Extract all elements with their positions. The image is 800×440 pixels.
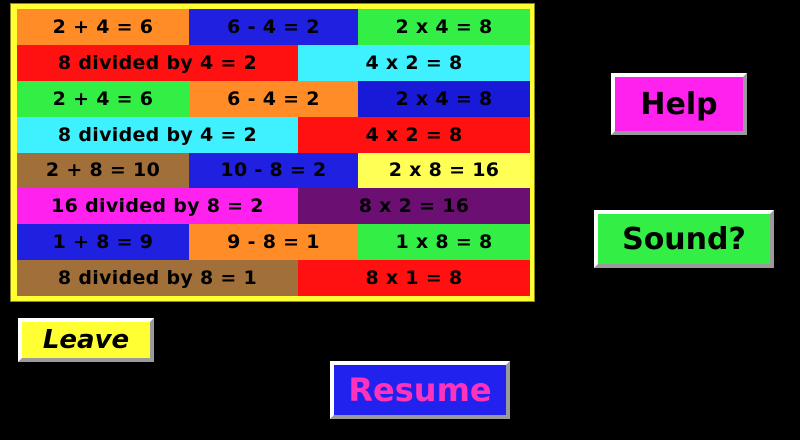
fact-cell: 8 x 2 = 16: [298, 188, 530, 225]
fact-cell: 16 divided by 8 = 2: [17, 188, 298, 225]
fact-cell: 4 x 2 = 8: [298, 44, 530, 81]
resume-button[interactable]: Resume: [330, 361, 510, 419]
fact-cell: 2 + 4 = 6: [17, 80, 189, 117]
fact-cell: 6 - 4 = 2: [189, 80, 358, 117]
fact-cell: 2 x 4 = 8: [358, 80, 530, 117]
sound-toggle-button[interactable]: Sound?: [594, 210, 774, 268]
fact-cell: 6 - 4 = 2: [189, 9, 358, 45]
fact-cell: 9 - 8 = 1: [189, 224, 358, 261]
fact-cell: 8 x 1 = 8: [298, 260, 530, 296]
fact-cell: 1 + 8 = 9: [17, 224, 189, 261]
fact-cell: 8 divided by 8 = 1: [17, 260, 298, 296]
fact-cell: 8 divided by 4 = 2: [17, 116, 298, 153]
leave-button[interactable]: Leave: [18, 318, 154, 362]
help-button[interactable]: Help: [611, 73, 747, 135]
fact-cell: 2 x 8 = 16: [358, 152, 530, 189]
fact-cell: 1 x 8 = 8: [358, 224, 530, 261]
fact-cell: 4 x 2 = 8: [298, 116, 530, 153]
fact-cell: 8 divided by 4 = 2: [17, 44, 298, 81]
fact-cell: 10 - 8 = 2: [189, 152, 358, 189]
fact-cell: 2 x 4 = 8: [358, 9, 530, 45]
fact-cell: 2 + 8 = 10: [17, 152, 189, 189]
fact-cell: 2 + 4 = 6: [17, 9, 189, 45]
